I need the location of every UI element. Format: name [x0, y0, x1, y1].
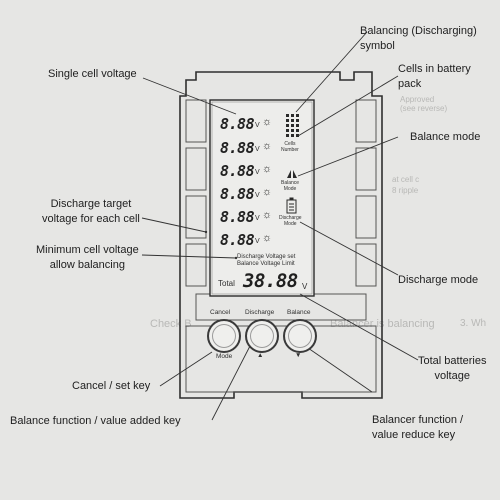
cell-voltage-1: 8.88 — [220, 115, 255, 133]
total-label: Total — [218, 279, 235, 288]
cell-unit-5: V — [255, 215, 260, 222]
discharge-voltage-set-text: Discharge Voltage set — [237, 254, 296, 260]
discharge-mode-icon — [286, 197, 297, 214]
cell-unit-2: V — [255, 146, 260, 153]
cancel-button-label: Cancel — [210, 309, 231, 316]
cell-voltage-2: 8.88 — [220, 139, 255, 157]
label-single-cell-voltage: Single cell voltage — [48, 68, 137, 80]
cell-unit-4: V — [255, 192, 260, 199]
balancing-symbol-icon: ☼ — [262, 140, 273, 152]
label-balancer-function-key: Balancer function / value reduce key — [372, 414, 464, 441]
balance-mode-icon — [287, 170, 297, 178]
balancing-symbol-icon: ☼ — [262, 163, 273, 175]
balancing-symbol-icon: ☼ — [262, 116, 273, 128]
total-voltage-reading: 38.88 — [243, 270, 298, 292]
label-balance-mode: Balance mode — [410, 131, 481, 143]
balancing-symbol-icon: ☼ — [262, 209, 273, 221]
balance-button-label: Balance — [287, 309, 311, 316]
label-balance-function-key: Balance function / value added key — [10, 415, 181, 427]
balance-mode-caption: Balance Mode — [281, 180, 300, 192]
cells-number-icon — [286, 114, 299, 137]
cells-number-caption: Cells Number — [281, 141, 299, 153]
down-arrow-icon: ▼ — [295, 352, 302, 359]
label-cancel-set-key: Cancel / set key — [72, 380, 151, 392]
total-unit: V — [302, 282, 308, 291]
balance-button[interactable] — [283, 319, 317, 353]
discharge-mode-caption: Discharge Mode — [279, 215, 302, 227]
label-cells-in-battery-pack: Cells in battery pack — [398, 63, 471, 90]
cell-voltage-4: 8.88 — [220, 185, 255, 203]
up-arrow-icon: ▲ — [257, 352, 264, 359]
label-total-batteries-voltage: Total batteries voltage — [418, 355, 487, 382]
cell-voltage-5: 8.88 — [220, 208, 255, 226]
mode-sublabel: Mode — [216, 353, 233, 360]
label-balancing-symbol: Balancing (Discharging) symbol — [360, 25, 477, 52]
cell-unit-3: V — [255, 169, 260, 176]
balance-voltage-limit-text: Balance Voltage Limit — [237, 261, 295, 267]
label-minimum-cell-voltage: Minimum cell voltage allow balancing — [36, 244, 139, 271]
discharge-button-label: Discharge — [245, 309, 275, 316]
cancel-set-button[interactable] — [207, 319, 241, 353]
cell-unit-1: V — [255, 122, 260, 129]
label-discharge-target-voltage: Discharge target voltage for each cell — [42, 198, 140, 225]
cell-unit-6: V — [255, 238, 260, 245]
cell-voltage-6: 8.88 — [220, 231, 255, 249]
cell-voltage-3: 8.88 — [220, 162, 255, 180]
balancing-symbol-icon: ☼ — [262, 186, 273, 198]
discharge-button[interactable] — [245, 319, 279, 353]
label-discharge-mode: Discharge mode — [398, 274, 479, 286]
balancing-symbol-icon: ☼ — [262, 232, 273, 244]
